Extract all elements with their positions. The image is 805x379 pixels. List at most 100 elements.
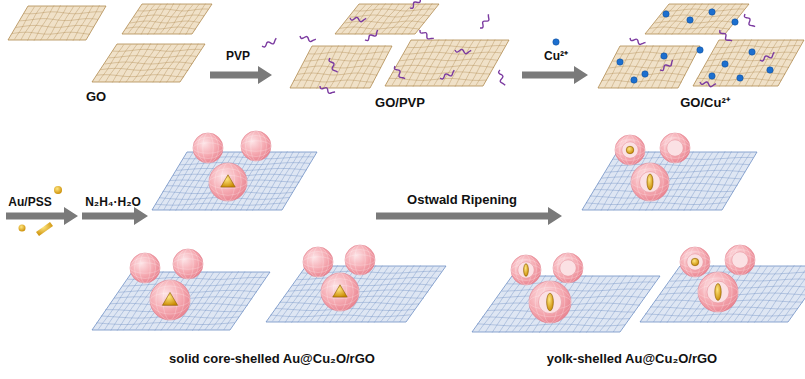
sheet-grid [400, 59, 498, 61]
sheet-body [92, 272, 270, 330]
sheet-grid [368, 266, 408, 323]
au-core [715, 284, 721, 301]
sheet-grid [645, 314, 793, 316]
reagent-label: N₂H₄·H₂O [85, 196, 141, 210]
sheet-grid [147, 3, 167, 34]
pvp-chain [659, 60, 675, 72]
pvp-chain [319, 84, 335, 96]
sheet-grid [396, 65, 494, 67]
sheet-body [335, 4, 439, 34]
sheet-grid [130, 21, 200, 23]
pvp-chain [408, 0, 423, 9]
sheet-grid [342, 5, 366, 34]
stage-label: GO/Cu²⁺ [680, 96, 730, 111]
reagent-label: PVP [226, 50, 250, 64]
sheet-grid [21, 7, 41, 40]
pvp-chain [393, 65, 405, 81]
sheet-grid [703, 152, 738, 209]
graphene-sheet [385, 39, 509, 87]
cu2o-shell [150, 280, 190, 320]
process-arrow [6, 207, 78, 225]
sheet-grid [652, 5, 676, 34]
sheet-grid [126, 27, 196, 29]
sheet-grid [16, 25, 94, 27]
core-shell-particle [193, 133, 223, 163]
sheet-grid [141, 4, 161, 34]
shell-texture [135, 253, 156, 283]
pvp-chain [478, 14, 492, 29]
sheet-grid [613, 59, 693, 61]
cu2o-shell [660, 133, 690, 163]
shell-texture [156, 280, 184, 320]
sheet-body [598, 46, 700, 88]
sheet-grid [670, 279, 805, 281]
cu-ion [663, 11, 669, 17]
yolk-shell-particle [660, 133, 690, 163]
cu-ion [737, 75, 743, 81]
sheet-grid [407, 46, 505, 48]
cu-ion [732, 19, 738, 25]
cu-ion [722, 61, 728, 67]
sheet-grid [448, 40, 474, 86]
shell-texture [685, 247, 706, 277]
pvp-chain [455, 48, 471, 55]
sheet-grid [748, 266, 788, 323]
sheet-body [290, 46, 392, 88]
hollow-cavity [667, 140, 684, 157]
au-core [524, 264, 529, 277]
sheet-grid [631, 45, 653, 88]
sheet-grid [477, 324, 625, 326]
sheet-grid [138, 9, 208, 11]
sheet-grid [301, 66, 381, 68]
shell-texture [198, 133, 219, 163]
yolk-shell-particle [615, 135, 645, 165]
sheet-grid [96, 75, 184, 77]
pvp-chain [299, 34, 315, 43]
pvp-chain [439, 70, 455, 79]
sheet-body [640, 266, 805, 322]
cu-ion [749, 49, 755, 55]
sheet-grid [361, 267, 401, 323]
pvp-chain [419, 28, 434, 42]
sheet-grid [469, 40, 495, 86]
sheet-grid [704, 65, 789, 67]
sheet-body [122, 4, 212, 34]
sheet-grid [272, 267, 312, 322]
shell-texture [350, 245, 371, 275]
cu2o-shell [209, 163, 247, 201]
sheet-body [472, 276, 660, 332]
sheet-grid [100, 68, 188, 70]
sheet-grid [650, 27, 730, 29]
sheet-grid [308, 52, 388, 54]
shell-texture [178, 249, 199, 279]
au-core [162, 292, 177, 305]
pvp-chain [629, 36, 645, 47]
hollow-cavity [560, 260, 577, 277]
sheet-body [693, 40, 804, 86]
cu2o-shell [631, 163, 669, 201]
cu-ion [642, 71, 648, 77]
sheet-grid [128, 5, 148, 34]
sheet-grid [134, 15, 204, 17]
sheet-grid [664, 9, 744, 11]
shell-texture [665, 133, 686, 163]
sheet-grid [297, 277, 437, 279]
hollow-cavity [707, 281, 729, 303]
sheet-grid [609, 66, 689, 68]
sheet-grid [441, 41, 467, 86]
cu-ion [709, 9, 715, 15]
sheet-grid [294, 80, 374, 82]
sheet-grid [167, 5, 187, 34]
core-shell-particle [173, 249, 203, 279]
core-shell-particle [303, 247, 333, 277]
graphene-sheet [640, 265, 805, 323]
sheet-grid [293, 284, 433, 286]
sheet-grid [170, 152, 205, 210]
core-shell-particle [345, 245, 375, 275]
sheet-grid [485, 277, 525, 332]
pvp-chain [261, 38, 277, 47]
shell-texture [704, 272, 732, 312]
sheet-grid [605, 170, 745, 172]
sheet-grid [20, 19, 98, 21]
sheet-body [645, 4, 749, 34]
